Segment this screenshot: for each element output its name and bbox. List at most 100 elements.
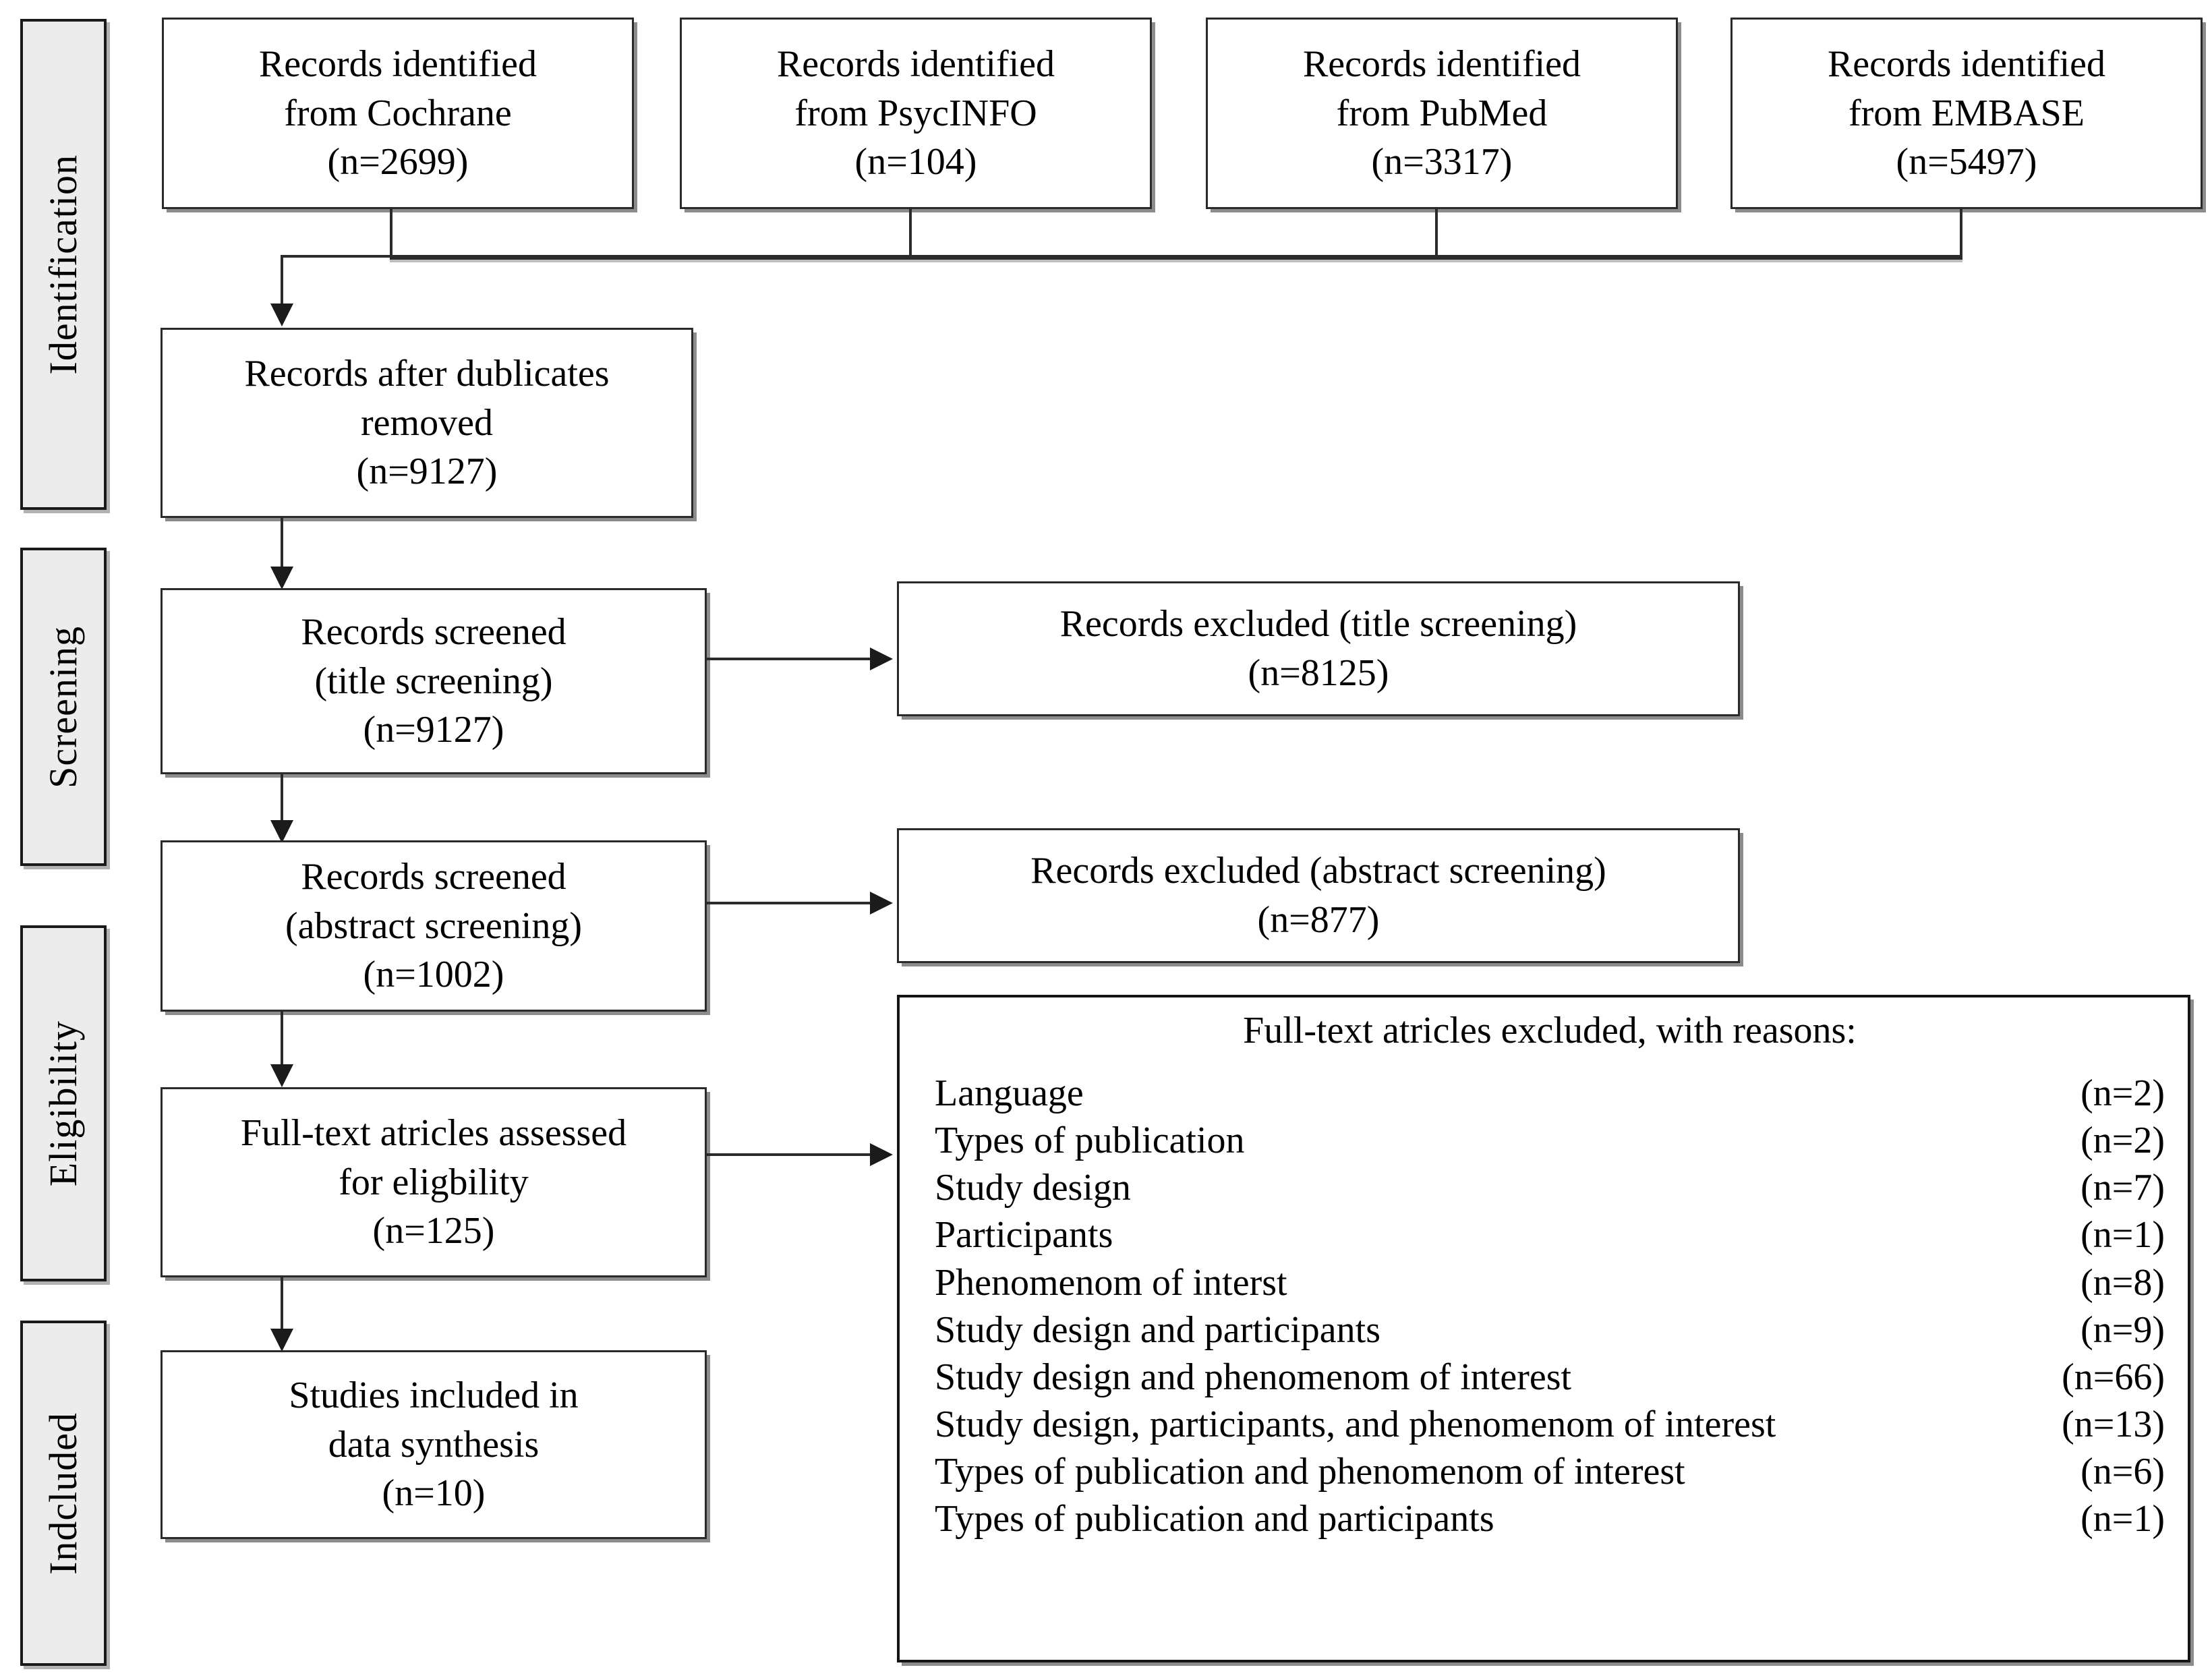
exclusion-reason-label: Study design [935,1167,1131,1209]
source-embase-line1: Records identified [1827,42,2106,85]
duplicates-line1: Records after dublicates [244,352,610,395]
exclusions-title: Full-text atricles excluded, with reason… [1243,1010,1857,1051]
arrow-into-title-screened [270,567,293,589]
node-records-screened-title: Records screened (title screening) (n=91… [161,588,707,774]
exclusion-row: Types of publication and phenomenom of i… [935,1449,2165,1494]
arrow-into-abstract-screened [270,820,293,843]
exclusion-reason-count: (n=66) [2062,1356,2165,1398]
source-psycinfo-line2: from PsycINFO [794,92,1037,134]
exclusion-row: Phenomenom of interst (n=8) [935,1261,2165,1305]
exclusion-reason-label: Study design, participants, and phenomen… [935,1403,1776,1445]
fulltext-assessed-line2: for eligbility [339,1161,529,1203]
exclusion-row: Study design (n=7) [935,1165,2165,1210]
exclusion-row: Types of publication and participants (n… [935,1497,2165,1541]
connector-cochrane-drop [390,209,392,256]
exclusion-reason-count: (n=2) [2080,1072,2165,1115]
arrow-into-duplicates [270,303,293,326]
exclusion-reason-label: Phenomenom of interst [935,1261,1287,1304]
stage-box-eligibility: Eligibility [20,925,107,1281]
connector-abstract-to-fulltext [281,1012,283,1068]
fulltext-assessed-count: (n=125) [372,1210,495,1252]
connector-pubmed-drop [1435,209,1438,256]
title-screened-line1: Records screened [301,610,566,653]
source-box-cochrane: Records identified from Cochrane (n=2699… [162,18,634,209]
source-psycinfo-line1: Records identified [776,42,1055,85]
abstract-excluded-count: (n=877) [1257,899,1380,941]
exclusion-reason-label: Types of publication and phenomenom of i… [935,1450,1685,1493]
connector-title-to-abstract [281,774,283,824]
exclusion-reason-count: (n=1) [2080,1214,2165,1256]
arrow-into-exclusion-reasons [870,1143,893,1166]
exclusion-reason-count: (n=2) [2080,1120,2165,1162]
connector-merge-to-stem [281,255,392,258]
connector-fulltext-to-included [281,1277,283,1333]
source-box-pubmed: Records identified from PubMed (n=3317) [1206,18,1678,209]
abstract-excluded-line1: Records excluded (abstract screening) [1030,850,1606,892]
title-excluded-count: (n=8125) [1248,652,1389,694]
exclusion-row: Types of publication (n=2) [935,1118,2165,1163]
exclusion-row: Language (n=2) [935,1071,2165,1116]
exclusion-row: Study design and participants (n=9) [935,1308,2165,1352]
node-fulltext-assessed: Full-text atricles assessed for eligbili… [161,1087,707,1277]
exclusion-reason-count: (n=1) [2080,1497,2165,1540]
source-cochrane-line2: from Cochrane [284,92,512,134]
connector-embase-drop [1960,209,1962,256]
stage-label-screening: Screening [41,625,85,788]
source-pubmed-line2: from PubMed [1336,92,1548,134]
exclusion-reason-label: Study design and participants [935,1308,1381,1351]
connector-fulltext-to-exclusions [707,1153,890,1156]
title-screened-count: (n=9127) [363,709,504,751]
exclusion-reason-count: (n=7) [2080,1167,2165,1209]
source-box-embase: Records identified from EMBASE (n=5497) [1730,18,2203,209]
source-box-psycinfo: Records identified from PsycINFO (n=104) [680,18,1152,209]
stage-box-identification: Identification [20,19,107,510]
exclusion-row: Participants (n=1) [935,1213,2165,1257]
exclusion-reason-count: (n=13) [2062,1403,2165,1445]
exclusion-reason-label: Types of publication and participants [935,1497,1494,1540]
exclusion-reason-label: Language [935,1072,1084,1115]
included-line1: Studies included in [289,1374,579,1416]
title-screened-line2: (title screening) [314,660,553,702]
duplicates-line2: removed [361,401,493,444]
fulltext-assessed-line1: Full-text atricles assessed [240,1111,627,1154]
exclusion-reason-label: Types of publication [935,1120,1245,1162]
source-embase-count: (n=5497) [1896,141,2037,183]
source-pubmed-count: (n=3317) [1371,141,1513,183]
abstract-screened-line2: (abstract screening) [285,904,582,947]
node-records-excluded-title: Records excluded (title screening) (n=81… [897,581,1740,716]
abstract-screened-count: (n=1002) [363,954,504,996]
stage-label-included: Indcluded [41,1412,85,1575]
connector-title-to-excluded [707,658,890,660]
included-line2: data synthesis [328,1423,540,1466]
stage-box-screening: Screening [20,548,107,866]
source-pubmed-line1: Records identified [1302,42,1581,85]
source-psycinfo-count: (n=104) [854,141,977,183]
connector-psycinfo-drop [909,209,912,256]
exclusion-row: Study design and phenomenom of interest … [935,1355,2165,1399]
connector-abstract-to-excluded [707,902,890,904]
stage-box-included: Indcluded [20,1321,107,1666]
arrow-into-abstract-excluded [870,892,893,915]
source-embase-line2: from EMBASE [1849,92,2085,134]
exclusion-row: Study design, participants, and phenomen… [935,1402,2165,1447]
exclusion-reason-count: (n=9) [2080,1308,2165,1351]
node-records-excluded-abstract: Records excluded (abstract screening) (n… [897,828,1740,963]
title-excluded-line1: Records excluded (title screening) [1059,603,1577,645]
exclusion-reason-label: Participants [935,1214,1113,1256]
connector-duplicates-to-title [281,518,283,571]
connector-duplicates-stem [281,258,283,308]
abstract-screened-line1: Records screened [301,855,566,898]
included-count: (n=10) [382,1472,486,1515]
stage-label-identification: Identification [41,154,85,375]
exclusion-reason-count: (n=6) [2080,1450,2165,1493]
stage-label-eligibility: Eligibility [41,1020,85,1187]
source-cochrane-count: (n=2699) [327,141,469,183]
node-records-after-duplicates: Records after dublicates removed (n=9127… [161,328,693,518]
node-records-screened-abstract: Records screened (abstract screening) (n… [161,840,707,1012]
arrow-into-title-excluded [870,647,893,670]
connector-merge-bus [390,255,1962,260]
arrow-into-fulltext-assessed [270,1064,293,1087]
duplicates-count: (n=9127) [356,451,498,493]
panel-fulltext-exclusions: Full-text atricles excluded, with reason… [897,995,2190,1662]
